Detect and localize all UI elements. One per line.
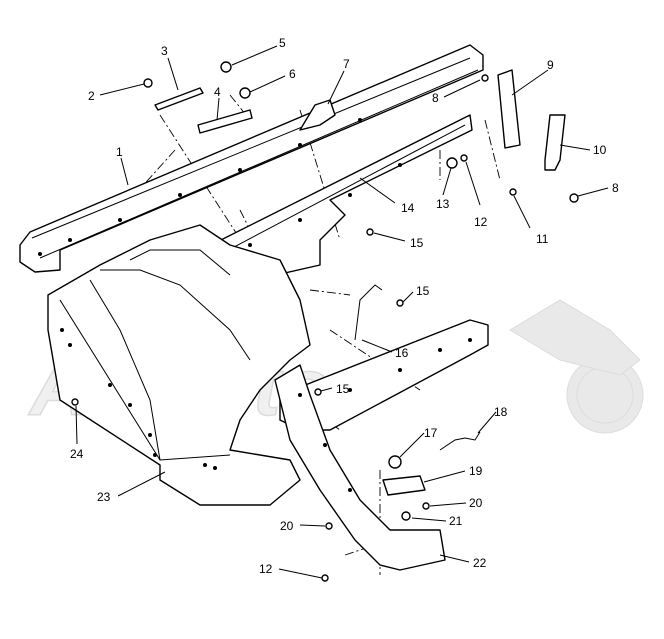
fasteners: [71, 61, 579, 582]
part-22-bracket: [274, 364, 446, 571]
callout-8-upper: 8: [432, 91, 439, 105]
part-19-plate: [382, 475, 426, 496]
leader-lines: [75, 45, 609, 579]
callout-22: 22: [473, 556, 487, 570]
callout-1: 1: [116, 145, 123, 159]
part-7-latch: [299, 99, 336, 131]
part-8-screw-icon: [569, 193, 579, 203]
part-20-screw-icon: [325, 522, 333, 530]
callout-7: 7: [343, 57, 350, 71]
callout-3: 3: [161, 44, 168, 58]
watermark-motorcycle-icon: [509, 299, 644, 434]
callout-17: 17: [424, 426, 438, 440]
callout-15-lower: 15: [336, 382, 350, 396]
callout-12-upper: 12: [474, 215, 488, 229]
part-1-front-rail: [19, 44, 484, 273]
callout-8-lower: 8: [612, 181, 619, 195]
callout-15-upper: 15: [410, 236, 424, 250]
callout-2: 2: [88, 89, 95, 103]
callout-4: 4: [214, 85, 221, 99]
part-18-spring: [439, 431, 481, 451]
part-20-washer-icon: [422, 502, 430, 510]
callout-5: 5: [279, 36, 286, 50]
callout-14: 14: [401, 201, 415, 215]
part-4-strip: [197, 109, 253, 134]
callout-10: 10: [593, 143, 607, 157]
part-16-rod: [354, 284, 383, 341]
callout-19: 19: [469, 464, 483, 478]
part-21-nut-icon: [401, 511, 411, 521]
callout-20-left: 20: [280, 519, 294, 533]
callout-11: 11: [536, 232, 549, 246]
part-23-body-shell: [47, 224, 311, 506]
part-12-screw-icon: [460, 154, 468, 162]
part-17-grommet-icon: [388, 455, 402, 469]
callout-labels: 1 2 3 4 5 6 7 8 9 10 8 11 12 13 14 15 15…: [70, 36, 619, 576]
callout-13: 13: [436, 197, 450, 211]
callout-12-lower: 12: [259, 562, 273, 576]
callout-21: 21: [449, 514, 463, 528]
part-5-nut-icon: [220, 61, 232, 73]
callout-6: 6: [289, 67, 296, 81]
part-15-screw-icon: [396, 299, 404, 307]
part-15-screw-icon: [314, 388, 322, 396]
part-6-bolt-icon: [239, 87, 251, 99]
part-13-grommet-icon: [446, 157, 458, 169]
callout-24: 24: [70, 447, 84, 461]
part-11-pin-icon: [509, 188, 517, 196]
part-24-screw-icon: [71, 398, 79, 406]
callout-23: 23: [97, 490, 111, 504]
part-8-screw-icon: [481, 74, 489, 82]
callout-18: 18: [494, 405, 508, 419]
part-12-screw-icon: [321, 574, 329, 582]
part-2-screw-icon: [143, 78, 153, 88]
part-14-side-rail: [184, 114, 473, 291]
callout-20-right: 20: [469, 496, 483, 510]
callout-15-middle: 15: [416, 284, 430, 298]
part-3-clip: [154, 87, 204, 111]
part-9-hinge: [497, 69, 521, 149]
part-10-strut: [544, 114, 566, 171]
callout-9: 9: [547, 58, 554, 72]
callout-16: 16: [395, 346, 409, 360]
part-15-screw-icon: [366, 228, 374, 236]
